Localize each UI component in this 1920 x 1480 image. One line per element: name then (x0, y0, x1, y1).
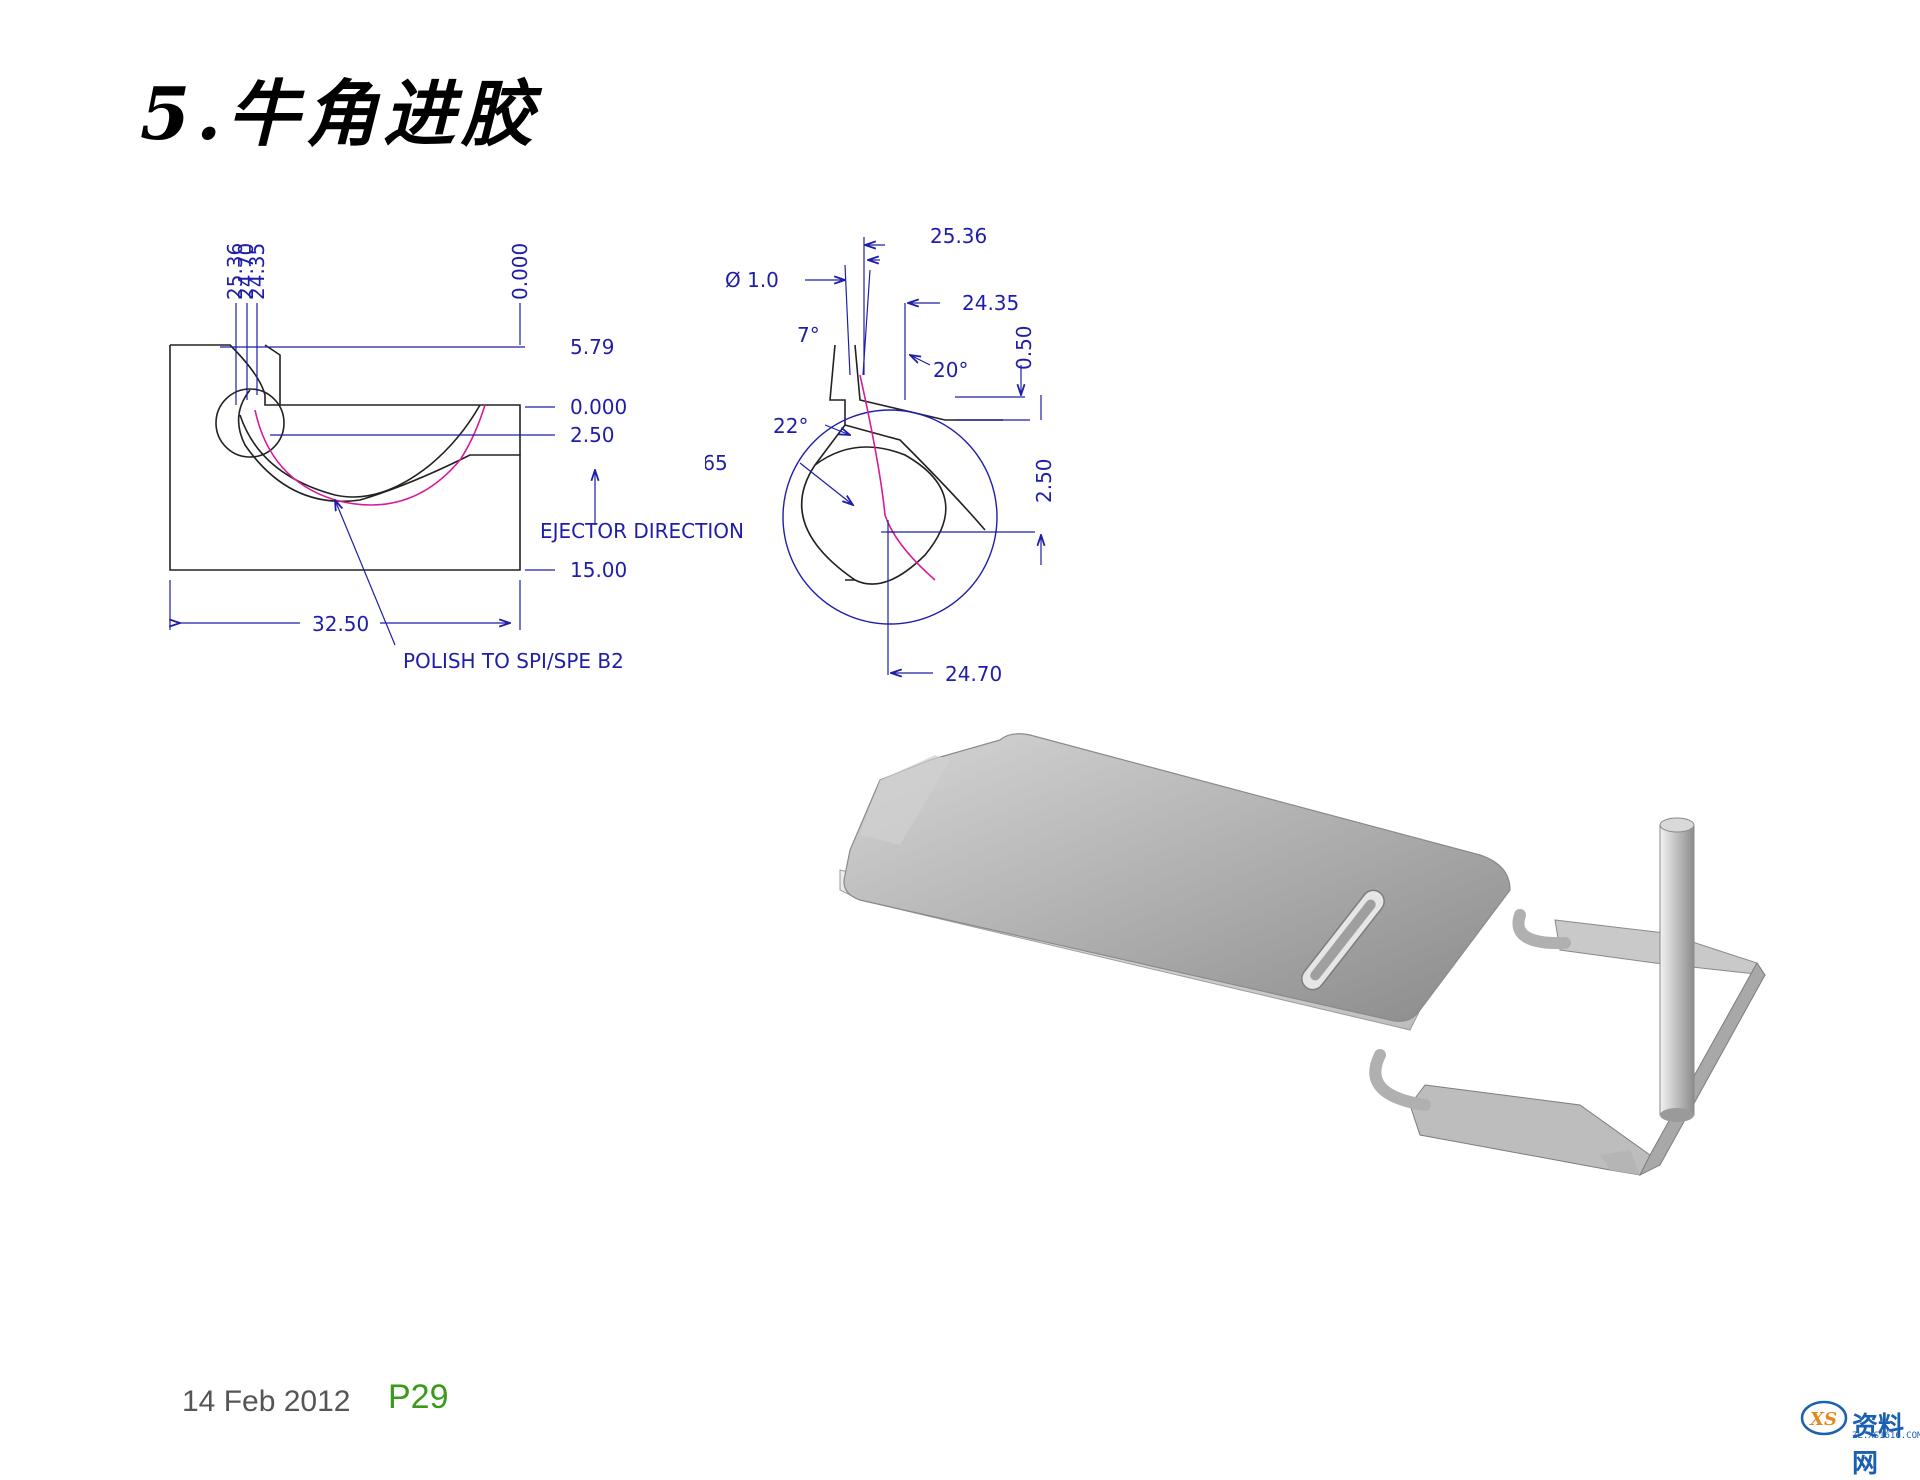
detail-dimension-lines (799, 237, 1041, 675)
detail-gate-centerline (859, 374, 936, 581)
detail-dim-24-70: 24.70 (945, 662, 1002, 686)
watermark-logo-icon: XS (1800, 1400, 1848, 1436)
left-gate-drawing: 25.36 24.70 24.35 0.000 5.79 0.000 2.50 … (169, 243, 744, 673)
dim-0-000-vertical: 0.000 (508, 243, 532, 300)
part-outline (169, 344, 521, 571)
detail-angle-22: 22° (773, 414, 808, 438)
detail-angle-20: 20° (933, 358, 968, 382)
page-number: P29 (388, 1378, 449, 1416)
gate-centerline (254, 404, 486, 506)
detail-dim-25-36: 25.36 (930, 225, 987, 248)
note-ejector-direction: EJECTOR DIRECTION (540, 519, 744, 543)
footer-date: 14 Feb 2012 (182, 1385, 351, 1418)
dim-15-00: 15.00 (570, 558, 627, 582)
left-dimension-lines (170, 303, 595, 646)
sprue-pin (1659, 817, 1695, 1122)
note-polish: POLISH TO SPI/SPE B2 (403, 649, 624, 673)
watermark-url: ZL.XS1616.COM (1852, 1431, 1920, 1441)
molded-plate (839, 733, 1511, 1031)
slide-title: 5.牛角进胶 (140, 71, 540, 156)
detail-dim-0-50: 0.50 (1012, 325, 1036, 370)
detail-dim-2-50: 2.50 (1032, 458, 1056, 503)
dim-32-50: 32.50 (312, 612, 369, 636)
dim-24-35: 24.35 (245, 243, 269, 300)
dim-5-79: 5.79 (570, 335, 615, 359)
watermark-text: 资料网 (1852, 1412, 1905, 1479)
detail-dim-24-35: 24.35 (962, 291, 1019, 315)
dim-2-50: 2.50 (570, 423, 615, 447)
dim-25-36: 25.36 (223, 243, 247, 300)
dim-24-70: 24.70 (234, 243, 258, 300)
detail-circle (782, 409, 998, 625)
detail-angle-7: 7° (797, 323, 820, 347)
part-3d-rendering (839, 733, 1767, 1177)
detail-radius: R 1.65 (705, 451, 728, 475)
dim-0-000: 0.000 (570, 395, 627, 419)
detail-dim-diameter: Ø 1.0 (725, 268, 779, 292)
detail-outline (800, 344, 1003, 585)
svg-text:XS: XS (1809, 1409, 1837, 1430)
right-gate-detail: 25.36 Ø 1.0 24.35 7° 20° 22° R 1.65 0.50… (705, 225, 1056, 686)
